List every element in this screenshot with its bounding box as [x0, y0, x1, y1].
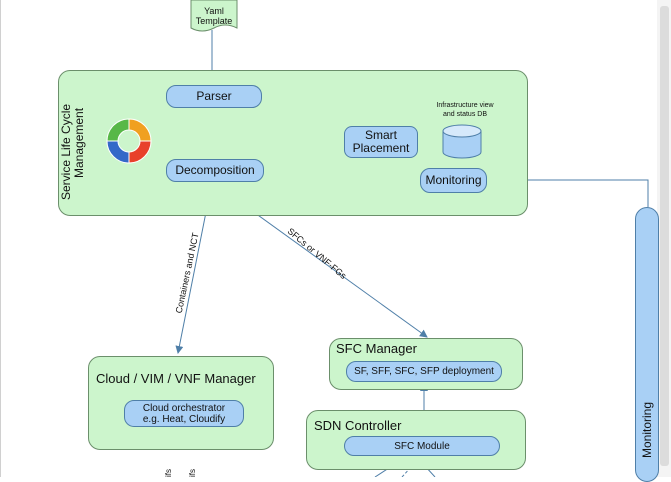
infra-db-line1: Infrastructure view — [436, 102, 494, 109]
left-border — [0, 0, 1, 477]
parser-node[interactable]: Parser — [166, 85, 262, 108]
sfc-deployment-node[interactable]: SF, SFF, SFC, SFP deployment — [346, 361, 502, 382]
slcm-title: Service Life Cycle Management — [59, 104, 86, 200]
decomposition-label: Decomposition — [175, 163, 255, 177]
cloud-manager-title: Cloud / VIM / VNF Manager — [96, 371, 256, 386]
scrollbar-track[interactable] — [657, 0, 671, 477]
lifecycle-cycle-icon — [106, 118, 152, 164]
parser-label: Parser — [196, 89, 232, 103]
smart-placement-node[interactable]: Smart Placement — [344, 126, 418, 158]
slcm-title-line2: Management — [72, 107, 86, 178]
monitoring-bar[interactable] — [635, 207, 659, 482]
decomposition-node[interactable]: Decomposition — [166, 159, 264, 182]
infra-db-caption: Infrastructure view and status DB — [420, 101, 510, 119]
sfc-manager-title: SFC Manager — [336, 341, 417, 356]
cloud-orchestrator-node[interactable]: Cloud orchestrator e.g. Heat, Cloudify — [124, 400, 244, 427]
cloud-orchestrator-line2: e.g. Heat, Cloudify — [142, 413, 226, 425]
monitoring-label: Monitoring — [425, 173, 482, 187]
smart-placement-line2: Placement — [352, 141, 410, 155]
sfc-deployment-label: SF, SFF, SFC, SFP deployment — [354, 366, 494, 377]
smart-placement-line1: Smart — [364, 128, 397, 142]
yaml-template-label: Yaml Template — [190, 6, 238, 26]
yaml-template-line2: Template — [195, 16, 233, 26]
yaml-template-line1: Yaml — [204, 6, 224, 16]
monitoring-bar-label: Monitoring — [640, 401, 654, 458]
link-monitoring-to-monitoring-bar — [487, 179, 649, 207]
cutoff-text-2: ifs — [188, 469, 197, 477]
cloud-orchestrator-line1: Cloud orchestrator — [142, 402, 226, 414]
sfc-module-label: SFC Module — [394, 440, 450, 452]
sfc-module-node[interactable]: SFC Module — [344, 436, 500, 456]
scrollbar-thumb[interactable] — [660, 6, 669, 466]
database-icon — [442, 124, 482, 159]
yaml-template-icon — [190, 0, 238, 32]
infra-db-line2: and status DB — [443, 111, 487, 118]
cutoff-text-1: ifs — [164, 469, 173, 477]
monitoring-node[interactable]: Monitoring — [420, 168, 487, 193]
sdn-controller-title: SDN Controller — [314, 418, 402, 433]
